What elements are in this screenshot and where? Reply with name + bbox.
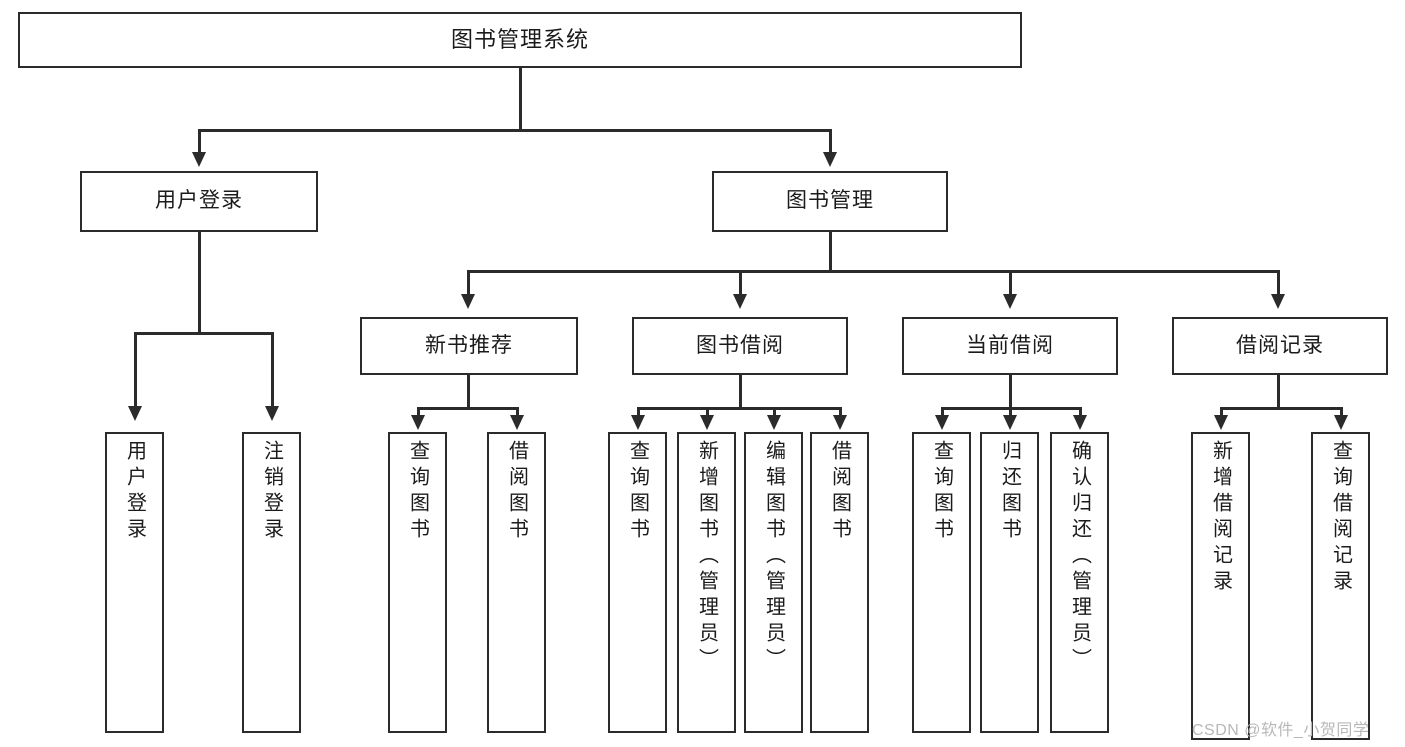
connector-cb-to-leaf-2 bbox=[1009, 407, 1012, 417]
connector-bb-to-leaf-2 bbox=[706, 407, 709, 417]
connector-book-management-stem bbox=[829, 232, 832, 271]
connector-new-book-stem bbox=[467, 375, 470, 408]
leaf-add-book-admin[interactable]: 新增图书（管理员） bbox=[677, 432, 736, 733]
connector-user-login-bar bbox=[134, 332, 273, 335]
leaf-return-book[interactable]: 归还图书 bbox=[980, 432, 1039, 733]
arrow-br-to-leaf-1 bbox=[1214, 415, 1228, 430]
leaf-query-book-borrow[interactable]: 查询图书 bbox=[608, 432, 667, 733]
node-label: 用户登录 bbox=[155, 189, 243, 213]
node-new-book-recommend[interactable]: 新书推荐 bbox=[360, 317, 578, 375]
leaf-label: 新增图书（管理员） bbox=[695, 440, 718, 674]
arrow-bb-to-leaf-4 bbox=[833, 415, 847, 430]
leaf-label: 借阅图书 bbox=[505, 440, 528, 544]
node-label: 图书借阅 bbox=[696, 333, 784, 357]
arrow-root-to-book-management bbox=[823, 152, 837, 167]
arrow-bm-to-borrow-record bbox=[1271, 294, 1285, 309]
connector-current-borrow-stem bbox=[1009, 375, 1012, 408]
connector-cb-to-leaf-3 bbox=[1079, 407, 1082, 417]
node-borrow-record[interactable]: 借阅记录 bbox=[1172, 317, 1388, 375]
node-label: 当前借阅 bbox=[966, 333, 1054, 357]
connector-book-management-bar bbox=[467, 270, 1279, 273]
connector-cb-to-leaf-1 bbox=[941, 407, 944, 417]
node-book-management-system[interactable]: 图书管理系统 bbox=[18, 12, 1022, 68]
arrow-user-login-to-leaf-2 bbox=[265, 406, 279, 421]
leaf-query-book-current[interactable]: 查询图书 bbox=[912, 432, 971, 733]
node-book-borrow[interactable]: 图书借阅 bbox=[632, 317, 848, 375]
csdn-watermark: CSDN @软件_小贺同学 bbox=[1192, 722, 1370, 739]
connector-root-to-book-management bbox=[829, 129, 832, 153]
leaf-edit-book-admin[interactable]: 编辑图书（管理员） bbox=[744, 432, 803, 733]
leaf-label: 借阅图书 bbox=[828, 440, 851, 544]
leaf-confirm-return-admin[interactable]: 确认归还（管理员） bbox=[1050, 432, 1109, 733]
leaf-user-login[interactable]: 用户登录 bbox=[105, 432, 164, 733]
connector-book-borrow-stem bbox=[739, 375, 742, 408]
leaf-logout-login[interactable]: 注销登录 bbox=[242, 432, 301, 733]
connector-root-stem bbox=[519, 68, 522, 130]
leaf-label: 注销登录 bbox=[260, 440, 283, 544]
connector-root-bar bbox=[198, 129, 831, 132]
arrow-cb-to-leaf-1 bbox=[935, 415, 949, 430]
leaf-label: 查询图书 bbox=[626, 440, 649, 544]
node-label: 借阅记录 bbox=[1236, 333, 1324, 357]
leaf-label: 查询图书 bbox=[930, 440, 953, 544]
connector-user-login-to-leaf-2 bbox=[271, 332, 274, 407]
connector-borrow-record-stem bbox=[1277, 375, 1280, 408]
arrow-user-login-to-leaf-1 bbox=[128, 406, 142, 421]
connector-book-borrow-bar bbox=[637, 407, 840, 410]
leaf-query-borrow-record[interactable]: 查询借阅记录 bbox=[1311, 432, 1370, 740]
leaf-label: 编辑图书（管理员） bbox=[762, 440, 785, 674]
node-current-borrow[interactable]: 当前借阅 bbox=[902, 317, 1118, 375]
leaf-label: 查询图书 bbox=[406, 440, 429, 544]
leaf-label: 查询借阅记录 bbox=[1329, 440, 1352, 596]
connector-bm-to-current-borrow bbox=[1009, 270, 1012, 295]
connector-bm-to-borrow-record bbox=[1277, 270, 1280, 295]
connector-bb-to-leaf-1 bbox=[637, 407, 640, 417]
arrow-bb-to-leaf-3 bbox=[767, 415, 781, 430]
connector-user-login-stem bbox=[198, 232, 201, 333]
arrow-bm-to-current-borrow bbox=[1003, 294, 1017, 309]
node-label: 新书推荐 bbox=[425, 333, 513, 357]
leaf-label: 用户登录 bbox=[123, 440, 146, 544]
connector-user-login-to-leaf-1 bbox=[134, 332, 137, 407]
connector-root-to-user-login bbox=[198, 129, 201, 153]
connector-bb-to-leaf-4 bbox=[839, 407, 842, 417]
connector-nb-to-leaf-1 bbox=[417, 407, 420, 417]
arrow-nb-to-leaf-1 bbox=[411, 415, 425, 430]
arrow-cb-to-leaf-2 bbox=[1003, 415, 1017, 430]
arrow-bm-to-book-borrow bbox=[733, 294, 747, 309]
leaf-label: 确认归还（管理员） bbox=[1068, 440, 1091, 674]
node-label: 图书管理 bbox=[786, 189, 874, 213]
leaf-query-book-recommend[interactable]: 查询图书 bbox=[388, 432, 447, 733]
leaf-borrow-book[interactable]: 借阅图书 bbox=[810, 432, 869, 733]
arrow-br-to-leaf-2 bbox=[1334, 415, 1348, 430]
connector-nb-to-leaf-2 bbox=[516, 407, 519, 417]
connector-bb-to-leaf-3 bbox=[773, 407, 776, 417]
connector-br-to-leaf-1 bbox=[1220, 407, 1223, 417]
node-user-login[interactable]: 用户登录 bbox=[80, 171, 318, 232]
connector-bm-to-book-borrow bbox=[739, 270, 742, 295]
connector-borrow-record-bar bbox=[1220, 407, 1342, 410]
connector-new-book-bar bbox=[417, 407, 518, 410]
leaf-add-borrow-record[interactable]: 新增借阅记录 bbox=[1191, 432, 1250, 740]
node-book-management[interactable]: 图书管理 bbox=[712, 171, 948, 232]
node-label: 图书管理系统 bbox=[450, 27, 589, 53]
connector-br-to-leaf-2 bbox=[1340, 407, 1343, 417]
arrow-bb-to-leaf-2 bbox=[700, 415, 714, 430]
leaf-borrow-book-recommend[interactable]: 借阅图书 bbox=[487, 432, 546, 733]
arrow-root-to-user-login bbox=[192, 152, 206, 167]
connector-bm-to-new-book bbox=[467, 270, 470, 295]
arrow-bb-to-leaf-1 bbox=[631, 415, 645, 430]
arrow-bm-to-new-book bbox=[461, 294, 475, 309]
arrow-cb-to-leaf-3 bbox=[1073, 415, 1087, 430]
arrow-nb-to-leaf-2 bbox=[510, 415, 524, 430]
leaf-label: 新增借阅记录 bbox=[1209, 440, 1232, 596]
leaf-label: 归还图书 bbox=[998, 440, 1021, 544]
